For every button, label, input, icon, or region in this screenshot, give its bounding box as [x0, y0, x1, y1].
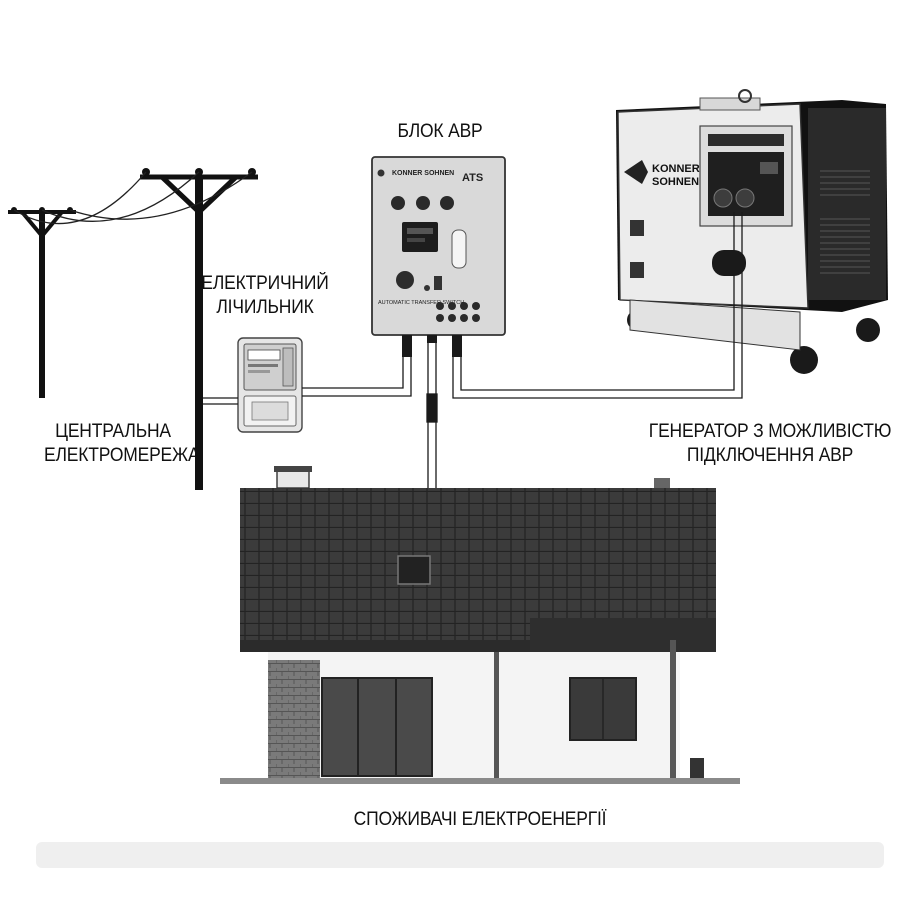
wheel-icon [856, 318, 880, 342]
power-pole-small [8, 207, 76, 398]
ground-line [220, 778, 740, 784]
bottom-bar [36, 842, 884, 868]
ats-brand: KONNER SOHNEN [392, 170, 454, 177]
meter-label: ЕЛЕКТРИЧНИЙ ЛІЧИЛЬНИК [198, 272, 332, 320]
cable-grid-to-meter [203, 397, 238, 405]
patio-door [321, 677, 433, 777]
ats-badge: ATS [462, 172, 483, 184]
brand-logo-icon [624, 160, 648, 184]
generator-brand-2: SOHNEN [652, 176, 699, 188]
grid-label-line2: ЕЛЕКТРОМЕРЕЖА [44, 445, 200, 466]
generator-label-line1: ГЕНЕРАТОР З МОЖЛИВІСТЮ [648, 421, 892, 442]
house [220, 466, 740, 784]
ats-panel: KONNER SOHNEN ATS AUTOMATIC TRANSFER SWI… [371, 156, 506, 357]
consumers-label: СПОЖИВАЧІ ЕЛЕКТРОЕНЕРГІЇ [353, 809, 607, 830]
emergency-stop-icon [396, 271, 414, 289]
cable-generator-to-ats [452, 212, 743, 399]
ats-display [402, 222, 438, 252]
grid-label-line1: ЦЕНТРАЛЬНА [55, 421, 171, 442]
grid-label: ЦЕНТРАЛЬНА ЕЛЕКТРОМЕРЕЖА [44, 420, 200, 468]
roof-window [397, 555, 431, 585]
meter-label-line2: ЛІЧИЛЬНИК [216, 297, 314, 318]
brick-wall [268, 660, 320, 780]
diesel-generator: KONNER SOHNEN [616, 89, 888, 374]
cable-meter-to-ats [302, 357, 412, 397]
wheel-icon [790, 346, 818, 374]
indicator-lamp-3 [440, 196, 454, 210]
ats-caption: AUTOMATIC TRANSFER SWITCH [378, 300, 464, 306]
indicator-lamp-2 [416, 196, 430, 210]
electric-meter-icon [237, 337, 303, 433]
meter-label-line1: ЕЛЕКТРИЧНИЙ [201, 273, 329, 294]
generator-label-line2: ПІДКЛЮЧЕННЯ АВР [686, 445, 854, 466]
ats-terminal-block [436, 302, 480, 322]
generator-brand-1: KONNER [652, 163, 700, 175]
ats-title: БЛОК АВР [397, 121, 483, 142]
overhead-wires [13, 171, 253, 225]
indicator-lamp-1 [391, 196, 405, 210]
generator-label: ГЕНЕРАТОР З МОЖЛИВІСТЮ ПІДКЛЮЧЕННЯ АВР [641, 420, 899, 468]
cable-ats-to-house [426, 343, 438, 488]
